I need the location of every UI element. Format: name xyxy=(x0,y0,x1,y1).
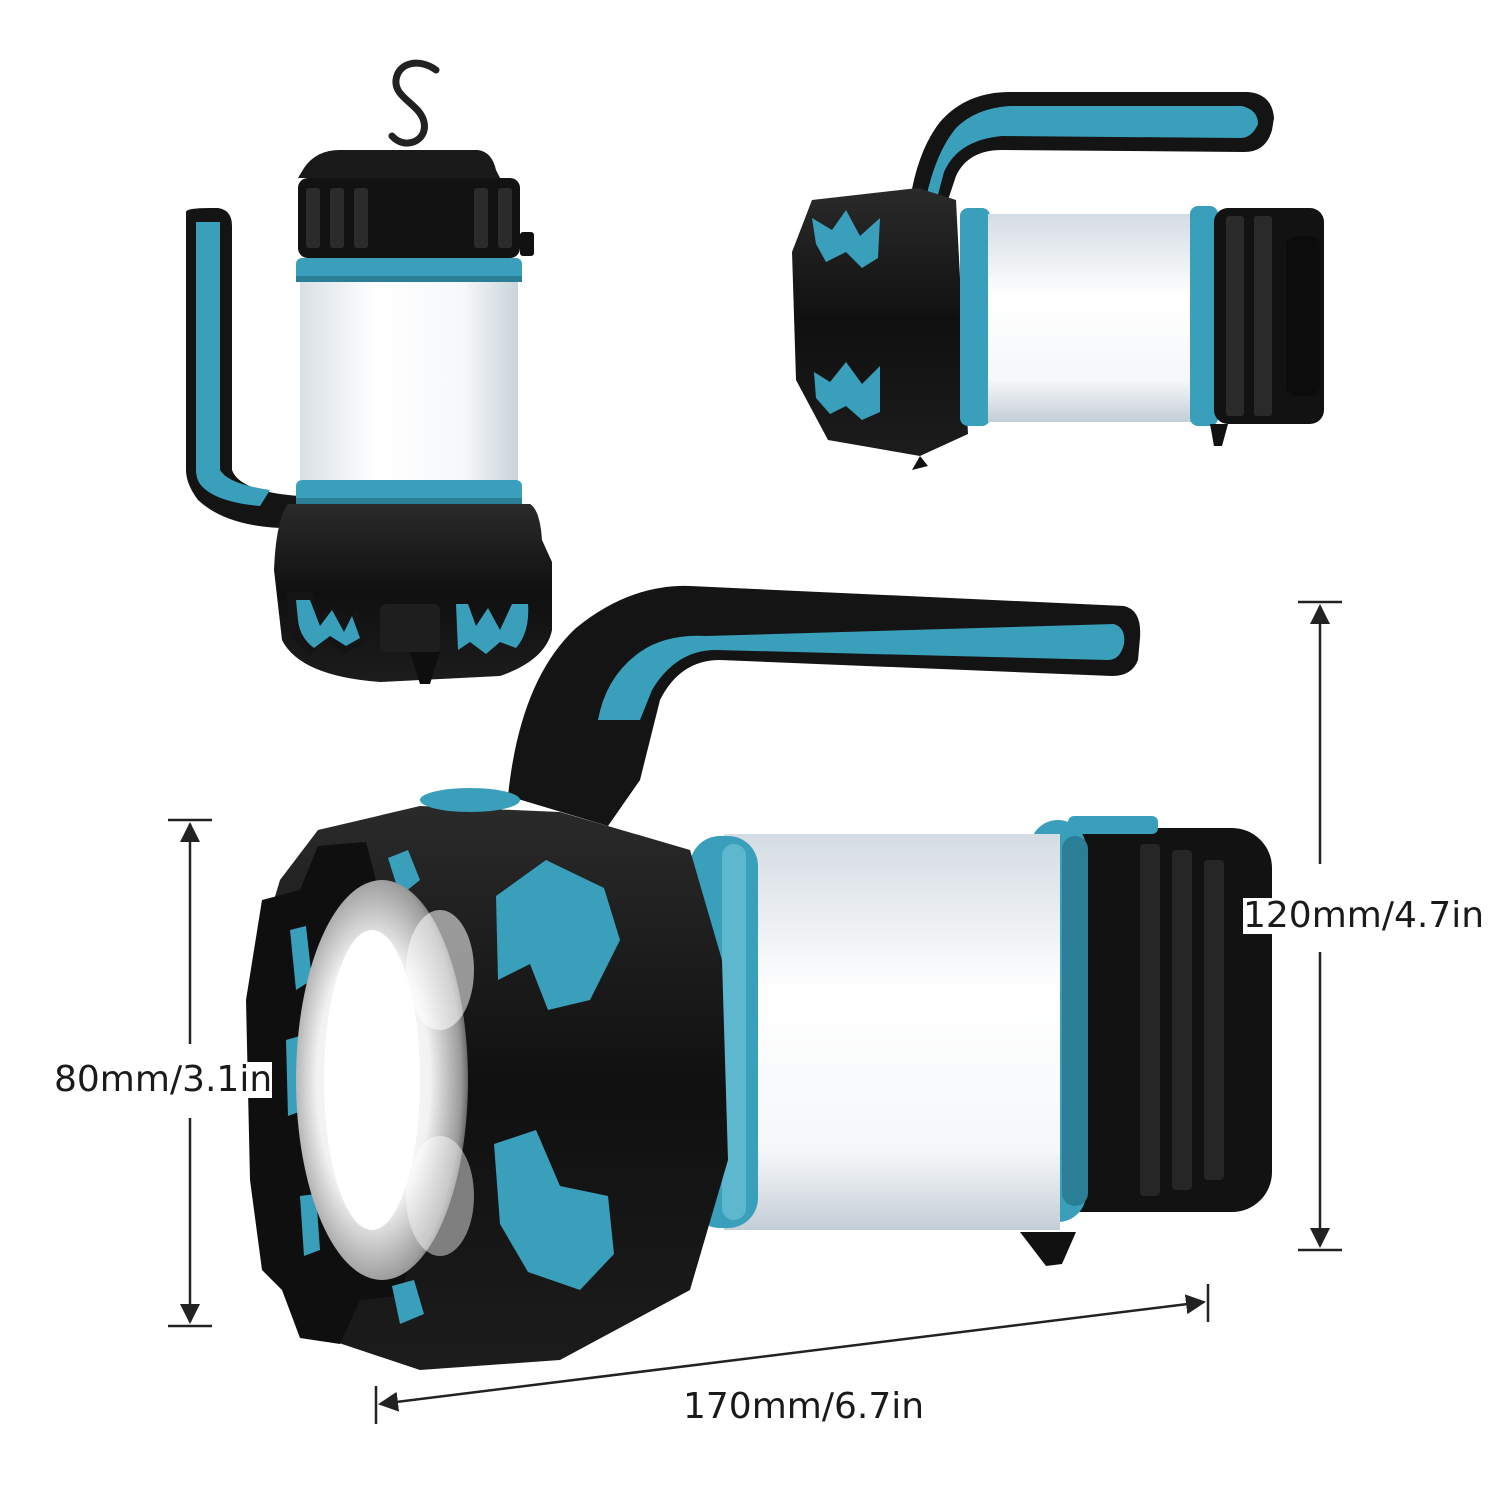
s-hook-icon xyxy=(388,59,440,147)
dimension-line-length xyxy=(378,1294,1206,1412)
lantern-view-hanging xyxy=(186,59,552,684)
lantern-view-main xyxy=(246,585,1272,1370)
lantern-view-side xyxy=(792,92,1324,470)
dimension-label-length: 170mm/6.7in xyxy=(683,1386,925,1427)
dimension-label-total-height: 120mm/4.7in xyxy=(1243,895,1485,936)
dimension-label-head-height: 80mm/3.1in xyxy=(54,1059,273,1100)
dimension-lines xyxy=(168,600,1342,1424)
